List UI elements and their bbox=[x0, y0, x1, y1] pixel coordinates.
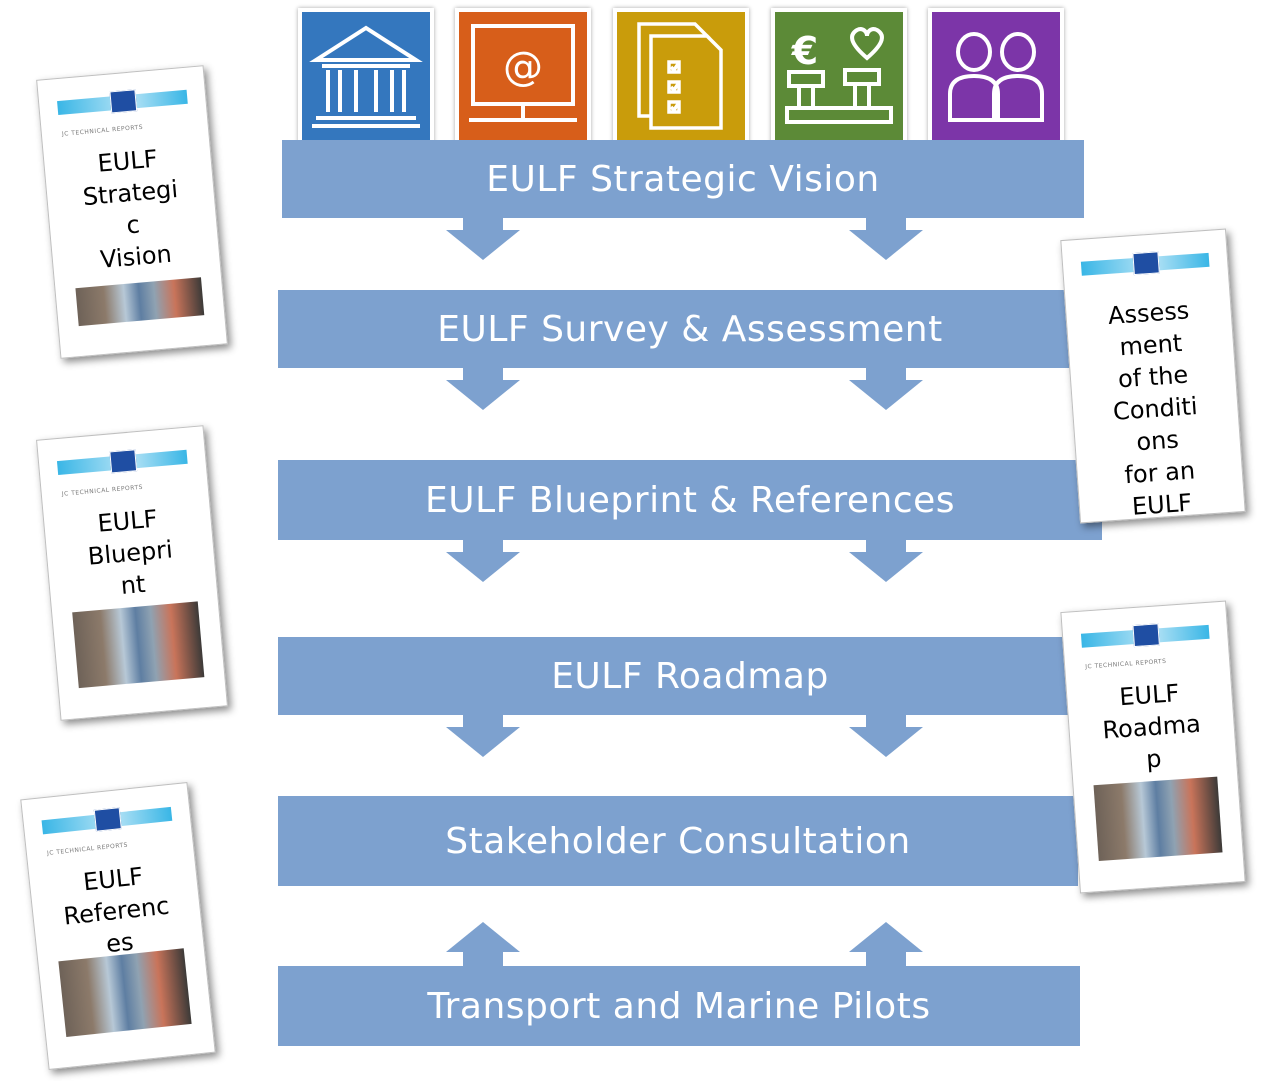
step-strategic-vision: EULF Strategic Vision bbox=[282, 140, 1084, 218]
arrow-shaft bbox=[866, 218, 906, 230]
arrow-shaft bbox=[463, 368, 503, 380]
report-series-label: JC TECHNICAL REPORTS bbox=[46, 841, 129, 858]
arrow-shaft bbox=[463, 540, 503, 552]
euro-symbol: € bbox=[791, 29, 818, 73]
computer-email-icon: @ bbox=[469, 24, 577, 122]
report-assessment: Assess ment of the Conditi ons for an EU… bbox=[1060, 228, 1246, 524]
report-title: EULF Strategi c Vision bbox=[81, 144, 180, 274]
report-blueprint: JC TECHNICAL REPORTS EULF Bluepri nt bbox=[36, 425, 228, 721]
checklist-documents-icon bbox=[637, 22, 723, 130]
down-arrow-icon bbox=[446, 230, 520, 260]
eu-flag-icon bbox=[93, 807, 122, 832]
step-survey-assessment: EULF Survey & Assessment bbox=[278, 290, 1102, 368]
arrow-shaft bbox=[463, 952, 503, 966]
down-arrow-icon bbox=[446, 380, 520, 410]
people-icon bbox=[948, 32, 1044, 122]
email-symbol: @ bbox=[503, 44, 543, 90]
report-series-label: JC TECHNICAL REPORTS bbox=[61, 483, 144, 498]
eu-flag-icon bbox=[1132, 623, 1160, 648]
government-building-icon bbox=[309, 25, 423, 128]
cover-photos bbox=[58, 948, 192, 1038]
eu-flag-icon bbox=[109, 89, 138, 114]
eu-flag-icon bbox=[1132, 251, 1160, 276]
cover-photos bbox=[72, 601, 205, 689]
arrow-shaft bbox=[866, 952, 906, 966]
arrow-shaft bbox=[463, 218, 503, 230]
down-arrow-icon bbox=[446, 552, 520, 582]
tile-society bbox=[928, 8, 1064, 144]
down-arrow-icon bbox=[849, 552, 923, 582]
tile-documents bbox=[613, 8, 749, 144]
tile-egovernment: @ bbox=[455, 8, 591, 144]
report-title: EULF Roadma p bbox=[1101, 679, 1202, 774]
step-roadmap: EULF Roadmap bbox=[278, 637, 1102, 715]
report-roadmap: JC TECHNICAL REPORTS EULF Roadma p bbox=[1060, 600, 1246, 894]
down-arrow-icon bbox=[849, 727, 923, 757]
tile-government bbox=[298, 8, 434, 144]
arrow-shaft bbox=[463, 715, 503, 727]
eu-flag-icon bbox=[109, 449, 138, 474]
cover-photos bbox=[1093, 776, 1223, 862]
up-arrow-icon bbox=[849, 922, 923, 952]
report-series-label: JC TECHNICAL REPORTS bbox=[1085, 657, 1167, 671]
cover-photos bbox=[75, 277, 205, 327]
step-transport-marine-pilots: Transport and Marine Pilots bbox=[278, 966, 1080, 1046]
down-arrow-icon bbox=[849, 380, 923, 410]
report-strategic-vision: JC TECHNICAL REPORTS EULF Strategi c Vis… bbox=[36, 65, 228, 359]
report-references: JC TECHNICAL REPORTS EULF Referenc es bbox=[20, 781, 216, 1071]
arrow-shaft bbox=[866, 715, 906, 727]
up-arrow-icon bbox=[446, 922, 520, 952]
arrow-shaft bbox=[866, 368, 906, 380]
report-title: EULF Bluepri nt bbox=[86, 504, 174, 600]
report-title: Assess ment of the Conditi ons for an EU… bbox=[1107, 296, 1199, 521]
report-series-label: JC TECHNICAL REPORTS bbox=[61, 123, 144, 138]
tile-economy: € bbox=[771, 8, 907, 144]
arrow-shaft bbox=[866, 540, 906, 552]
euro-heart-balance-icon: € bbox=[785, 27, 893, 124]
down-arrow-icon bbox=[446, 727, 520, 757]
step-blueprint-references: EULF Blueprint & References bbox=[278, 460, 1102, 540]
down-arrow-icon bbox=[849, 230, 923, 260]
step-stakeholder-consultation: Stakeholder Consultation bbox=[278, 796, 1078, 886]
